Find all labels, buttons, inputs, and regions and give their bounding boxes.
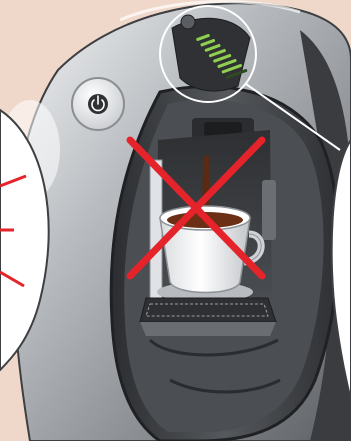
side-rail <box>262 180 276 240</box>
drip-tray <box>140 298 276 336</box>
indicator-panel <box>172 15 250 91</box>
left-strip <box>150 160 162 310</box>
power-button[interactable] <box>72 78 124 130</box>
indicator-knob[interactable] <box>181 15 195 29</box>
